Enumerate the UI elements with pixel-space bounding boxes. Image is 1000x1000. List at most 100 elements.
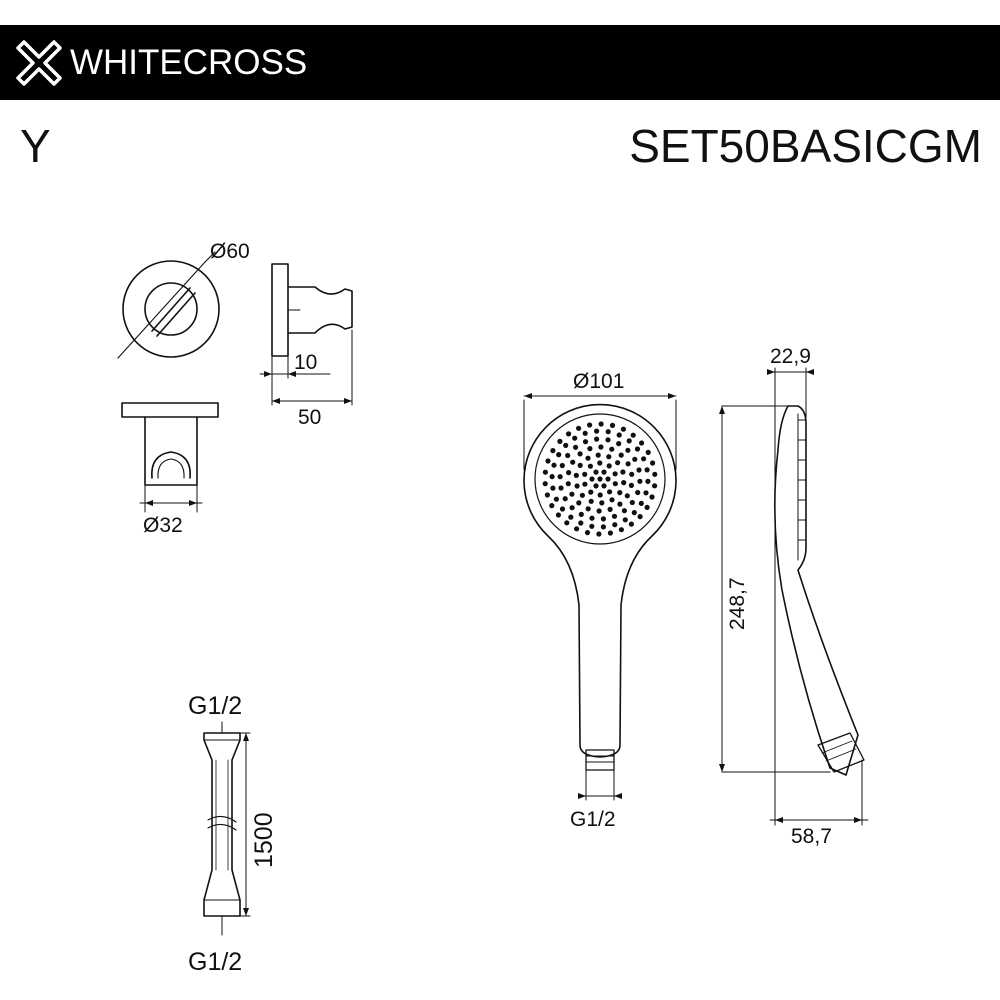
nozzle-dot (634, 446, 641, 452)
nozzle-dot (587, 463, 594, 469)
nozzle-dot (549, 474, 555, 480)
dim-holder-cradle-diameter: Ø32 (143, 514, 183, 537)
nozzle-dot (597, 492, 603, 498)
nozzle-dot (550, 485, 556, 491)
nozzle-dot (637, 514, 643, 520)
nozzle-dot (621, 508, 628, 514)
dim-head-depth: 58,7 (791, 825, 832, 848)
nozzle-dot (605, 476, 611, 482)
nozzle-dot (562, 496, 568, 502)
nozzle-dot (594, 436, 600, 442)
dim-holder-flange-diameter: Ø60 (210, 240, 250, 263)
holder-side-view (259, 263, 353, 406)
nozzle-dot (607, 530, 614, 536)
nozzle-dot (566, 470, 572, 476)
nozzle-dot (611, 513, 618, 519)
nozzle-dot (612, 471, 618, 477)
nozzle-dot (559, 462, 565, 469)
nozzle-dot (600, 524, 607, 530)
nozzle-dot (544, 492, 551, 498)
nozzle-dot (557, 474, 563, 480)
nozzle-dot (542, 481, 548, 487)
nozzle-dot (588, 489, 594, 495)
nozzle-dot (573, 472, 579, 478)
nozzle-dot (576, 500, 582, 506)
nozzle-dot (589, 515, 595, 521)
nozzle-dot (596, 508, 602, 514)
nozzle-dot (616, 432, 622, 438)
nozzle-dot (601, 469, 607, 475)
nozzle-dot (569, 505, 575, 511)
nozzle-dot (569, 491, 575, 497)
nozzle-dot (618, 452, 624, 458)
nozzle-dot (622, 517, 628, 523)
nozzle-dot (597, 476, 603, 482)
nozzle-dot (635, 489, 641, 496)
nozzle-dot (596, 531, 602, 537)
nozzle-dot (628, 482, 635, 488)
nozzle-dot (612, 481, 618, 487)
dim-hose-thread-top: G1/2 (188, 692, 242, 720)
nozzle-dot (587, 422, 593, 428)
nozzle-dot (572, 435, 578, 441)
nozzle-dot (650, 460, 656, 466)
nozzle-dot (606, 463, 612, 469)
nozzle-dot (605, 429, 611, 435)
nozzle-dot (616, 441, 622, 447)
shower-head-side-view (721, 367, 869, 826)
nozzle-dot (632, 456, 638, 462)
nozzle-dot (594, 428, 600, 434)
nozzle-dot (605, 437, 611, 443)
nozzle-dot (601, 483, 607, 489)
model-code: SET50BASICGM (629, 120, 982, 172)
nozzle-dot (551, 462, 557, 468)
nozzle-dot (625, 447, 631, 453)
nozzle-dot (645, 478, 651, 484)
nozzle-dot (628, 521, 635, 527)
brand-name: WHITECROSS (70, 43, 308, 82)
nozzle-dot (615, 460, 621, 466)
nozzle-dot (556, 452, 562, 458)
nozzle-dot (652, 483, 658, 489)
nozzle-dot (643, 490, 649, 496)
nozzle-dot (565, 481, 571, 487)
nozzle-dot (631, 509, 637, 516)
nozzle-dot (568, 514, 574, 520)
nozzle-dot (588, 498, 594, 504)
nozzle-dot (637, 478, 643, 484)
nozzle-dot (558, 485, 564, 491)
cross-x-logo-icon (16, 40, 62, 86)
nozzle-dot (609, 446, 615, 452)
dim-head-length: 248,7 (726, 577, 749, 630)
nozzle-dot (629, 499, 635, 506)
nozzle-dot (645, 449, 651, 455)
nozzle-dot (582, 471, 588, 477)
nozzle-dot (587, 446, 593, 452)
nozzle-dot (624, 493, 630, 499)
shower-head-front-view (523, 395, 677, 801)
dim-hose-length: 1500 (250, 812, 278, 868)
nozzle-dot (606, 454, 612, 460)
nozzle-dot (585, 455, 591, 461)
nozzle-dot (649, 494, 655, 500)
nozzle-dot (574, 526, 580, 532)
dimension-arrows (145, 369, 862, 916)
header-bar: WHITECROSS (0, 25, 1000, 100)
dim-holder-depth: 50 (298, 406, 321, 429)
nozzle-dot (550, 448, 556, 454)
nozzle-dot (598, 421, 604, 427)
nozzle-dot (579, 492, 586, 498)
dim-head-diameter: Ø101 (573, 370, 624, 393)
nozzle-dot (557, 438, 563, 444)
nozzle-dot (600, 516, 607, 522)
nozzle-dot (566, 431, 572, 437)
nozzle-dot (553, 496, 560, 502)
nozzle-dot (620, 426, 627, 432)
nozzle-dot (593, 469, 599, 475)
nozzle-dot (625, 461, 631, 467)
nozzle-dot (620, 469, 626, 475)
nozzle-dot (549, 503, 555, 509)
nozzle-dot (644, 504, 650, 510)
nozzle-dot (607, 506, 613, 512)
